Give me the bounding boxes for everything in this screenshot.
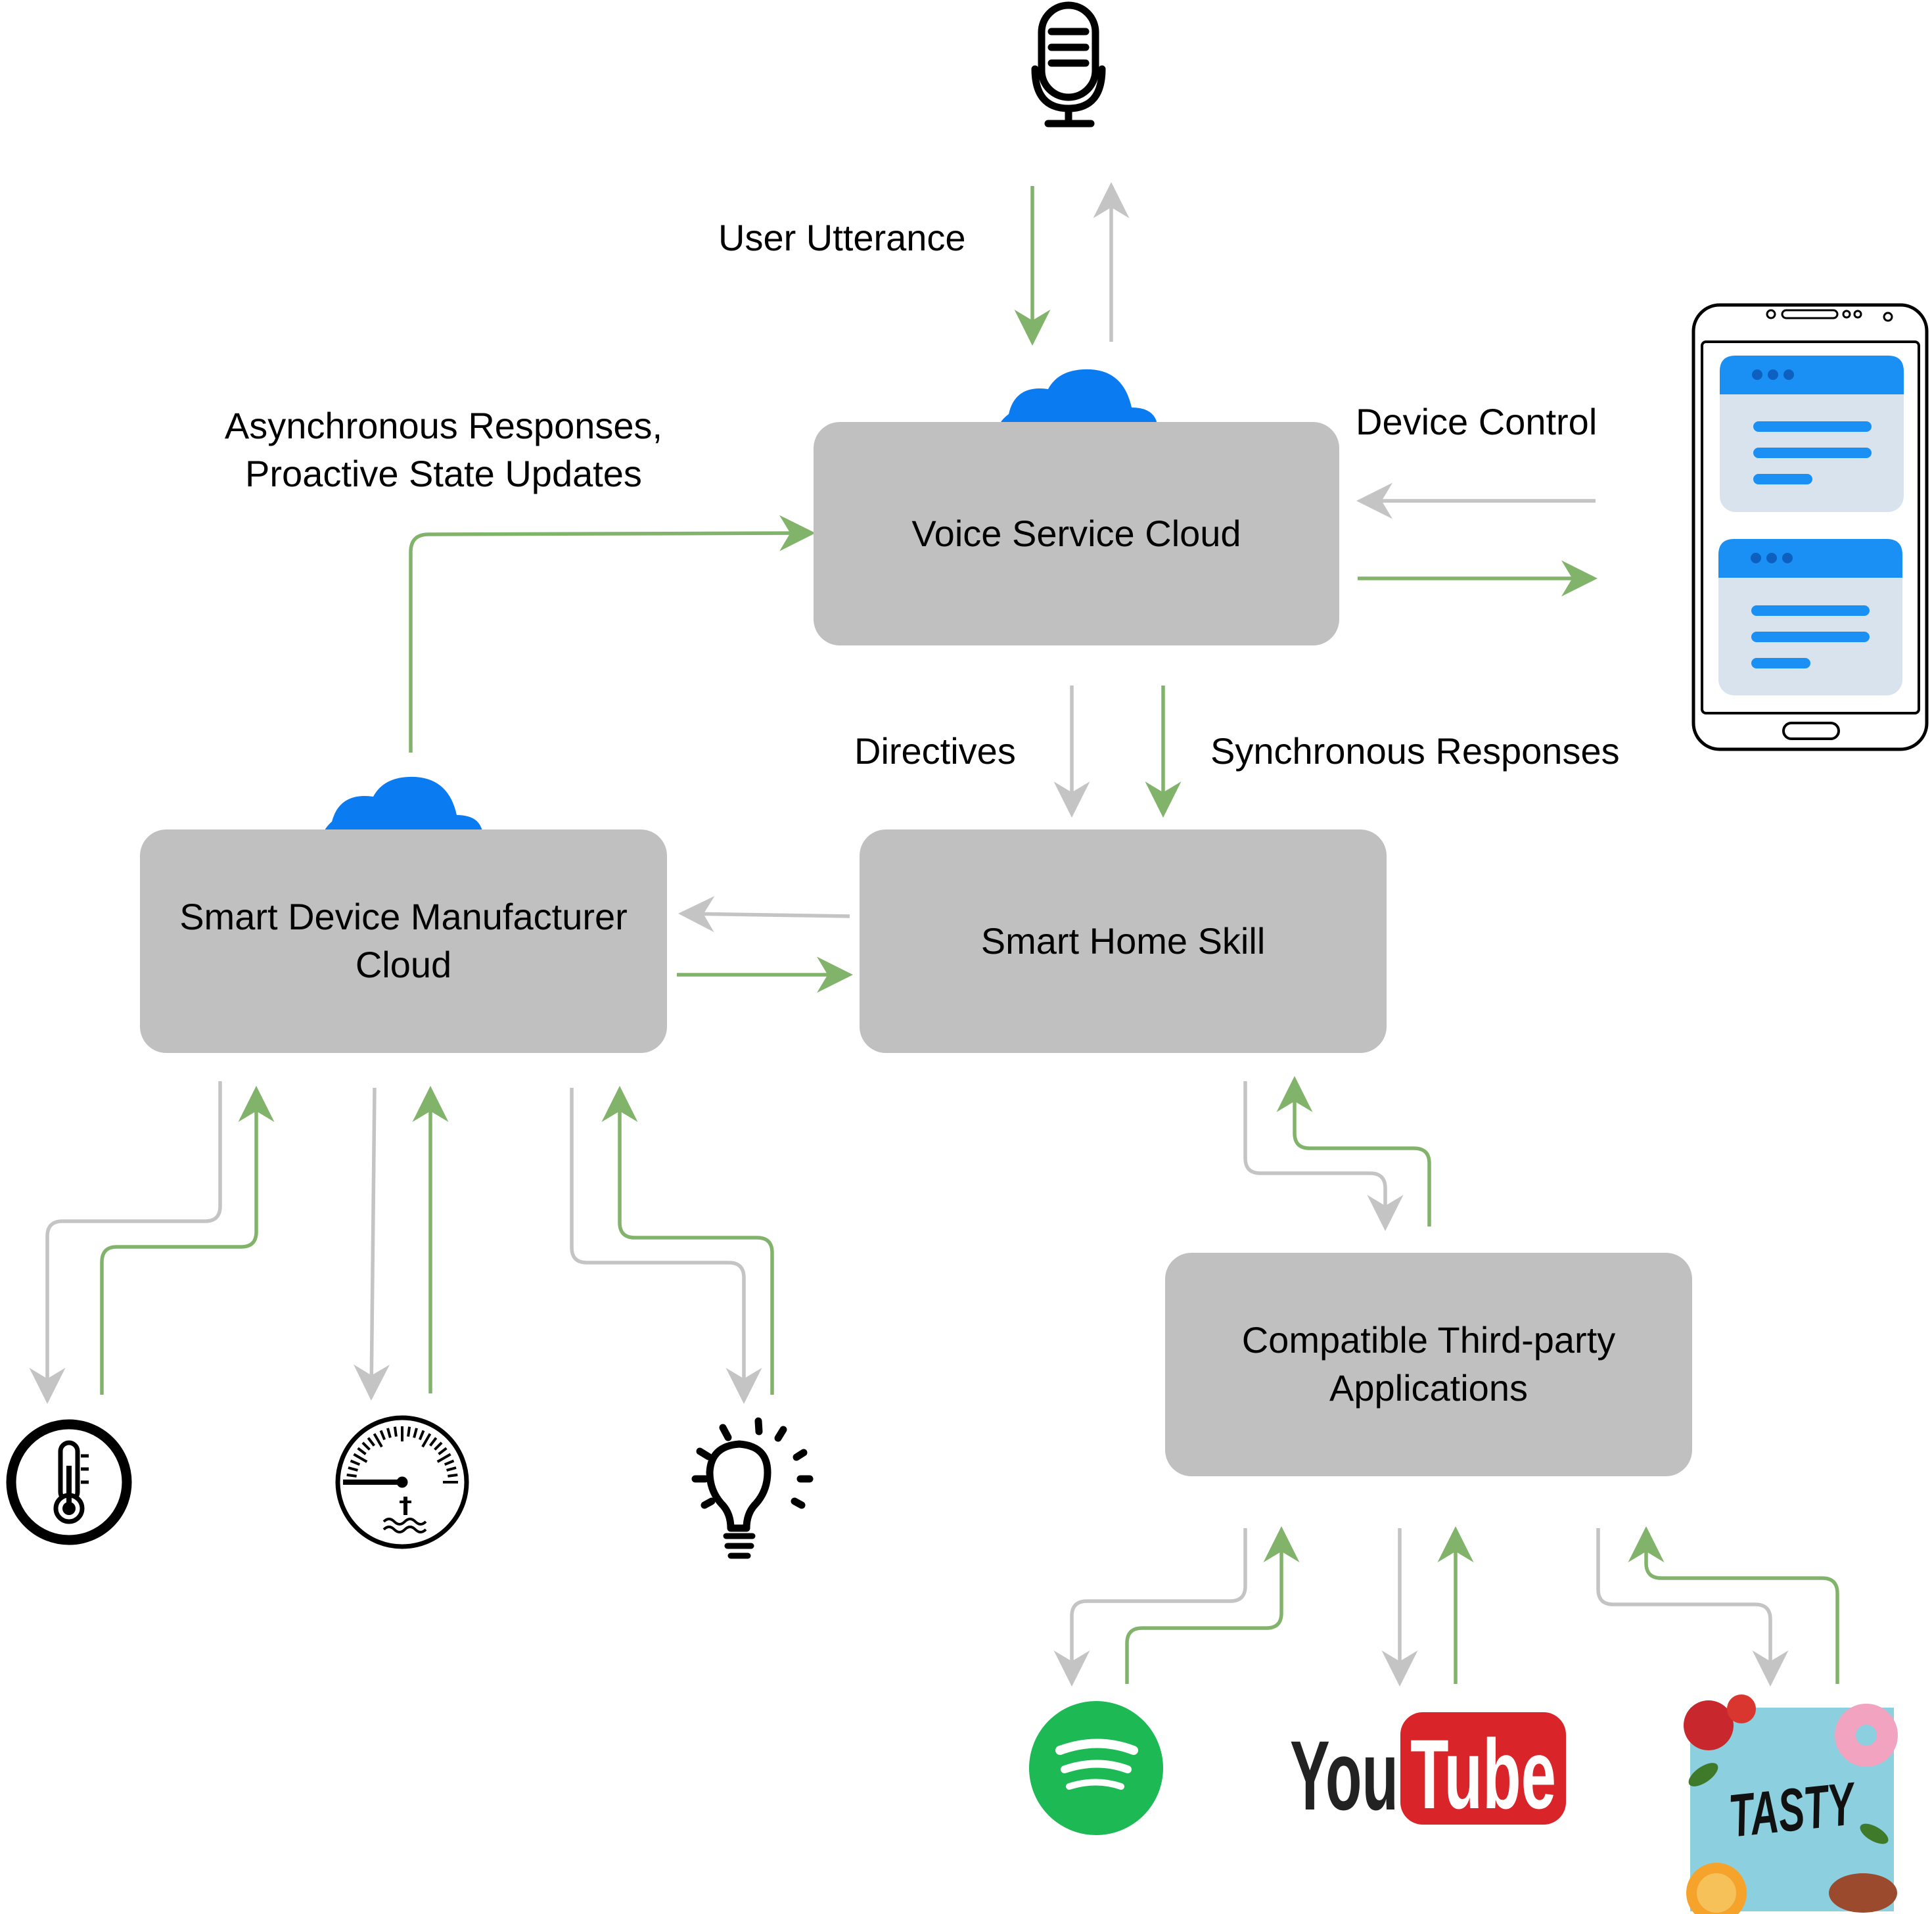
directives-label: Directives xyxy=(854,730,1016,772)
gauge-tick xyxy=(350,1459,361,1466)
tasty-logo-text: TASTY xyxy=(1726,1770,1861,1850)
gauge-tick xyxy=(438,1447,448,1455)
apps-to-skill-arrow xyxy=(1276,1076,1431,1226)
bulb-report-arrow xyxy=(601,1086,774,1395)
spotify-report-arrow xyxy=(1125,1526,1300,1684)
light-bulb-icon xyxy=(691,1417,814,1559)
user-utterance-label: User Utterance xyxy=(718,217,966,258)
bulb-command-arrow xyxy=(570,1088,762,1404)
gauge-tick xyxy=(353,1453,368,1463)
spotify-logo xyxy=(1029,1701,1163,1835)
smart-device-cloud-label: Smart Device Manufacturer Cloud xyxy=(179,896,628,985)
thermometer-icon xyxy=(6,1419,132,1545)
thermostat-report-arrow xyxy=(100,1086,275,1395)
gauge-tick xyxy=(436,1453,451,1463)
youtube-logo-tube: Tube xyxy=(1410,1719,1556,1829)
gauge-tick xyxy=(379,1430,386,1441)
gauge-tick xyxy=(346,1473,357,1478)
gauge-tick xyxy=(446,1466,457,1472)
gauge-tick xyxy=(444,1459,455,1466)
youtube-logo: You Tube xyxy=(1290,1712,1566,1831)
gauge-icon xyxy=(335,1415,469,1549)
async-responses-label: Asynchronous Responses, Proactive State … xyxy=(197,402,690,498)
third-party-apps-box: Compatible Third-party Applications xyxy=(1165,1253,1692,1476)
smart-device-cloud-box: Smart Device Manufacturer Cloud xyxy=(140,829,667,1053)
gauge-tick xyxy=(421,1433,432,1448)
synchronous-responses-label: Synchronous Responses xyxy=(1210,730,1620,772)
gauge-tick xyxy=(361,1441,371,1451)
gauge-tick xyxy=(448,1473,458,1478)
skill-to-apps-arrow xyxy=(1243,1081,1404,1231)
smart-home-skill-label: Smart Home Skill xyxy=(980,920,1266,962)
spotify-command-arrow xyxy=(1053,1528,1247,1687)
async-responses-line1: Asynchronous Responses, xyxy=(224,405,663,446)
tasty-report-arrow xyxy=(1628,1526,1839,1684)
gauge-tick xyxy=(373,1433,383,1448)
third-party-apps-label: Compatible Third-party Applications xyxy=(1241,1319,1616,1409)
voice-service-cloud-label: Voice Service Cloud xyxy=(911,512,1241,554)
smartphone-icon xyxy=(1691,303,1929,751)
device-control-label: Device Control xyxy=(1356,401,1598,442)
thermostat-command-arrow xyxy=(29,1081,222,1404)
gauge-command-arrow xyxy=(353,1087,390,1401)
tasty-logo: TASTY xyxy=(1684,1694,1898,1914)
youtube-logo-you: You xyxy=(1290,1720,1398,1831)
async-responses-line2: Proactive State Updates xyxy=(245,452,642,494)
gauge-tick xyxy=(367,1437,375,1447)
gauge-tick xyxy=(393,1426,398,1437)
microphone-icon xyxy=(1031,1,1106,128)
gauge-tick xyxy=(429,1437,438,1447)
gauge-tick xyxy=(434,1441,443,1451)
tasty-command-arrow xyxy=(1596,1528,1789,1687)
async-responses-arrow xyxy=(409,515,816,753)
skill-to-device-cloud-arrow xyxy=(678,896,850,933)
gauge-tick xyxy=(413,1428,418,1438)
gauge-tick xyxy=(357,1447,367,1455)
gauge-tick xyxy=(386,1428,392,1438)
voice-service-cloud-box: Voice Service Cloud xyxy=(814,422,1339,645)
gauge-tick xyxy=(348,1466,358,1472)
gauge-tick xyxy=(418,1430,425,1441)
gauge-tick xyxy=(407,1426,411,1437)
smart-home-skill-box: Smart Home Skill xyxy=(860,829,1387,1053)
